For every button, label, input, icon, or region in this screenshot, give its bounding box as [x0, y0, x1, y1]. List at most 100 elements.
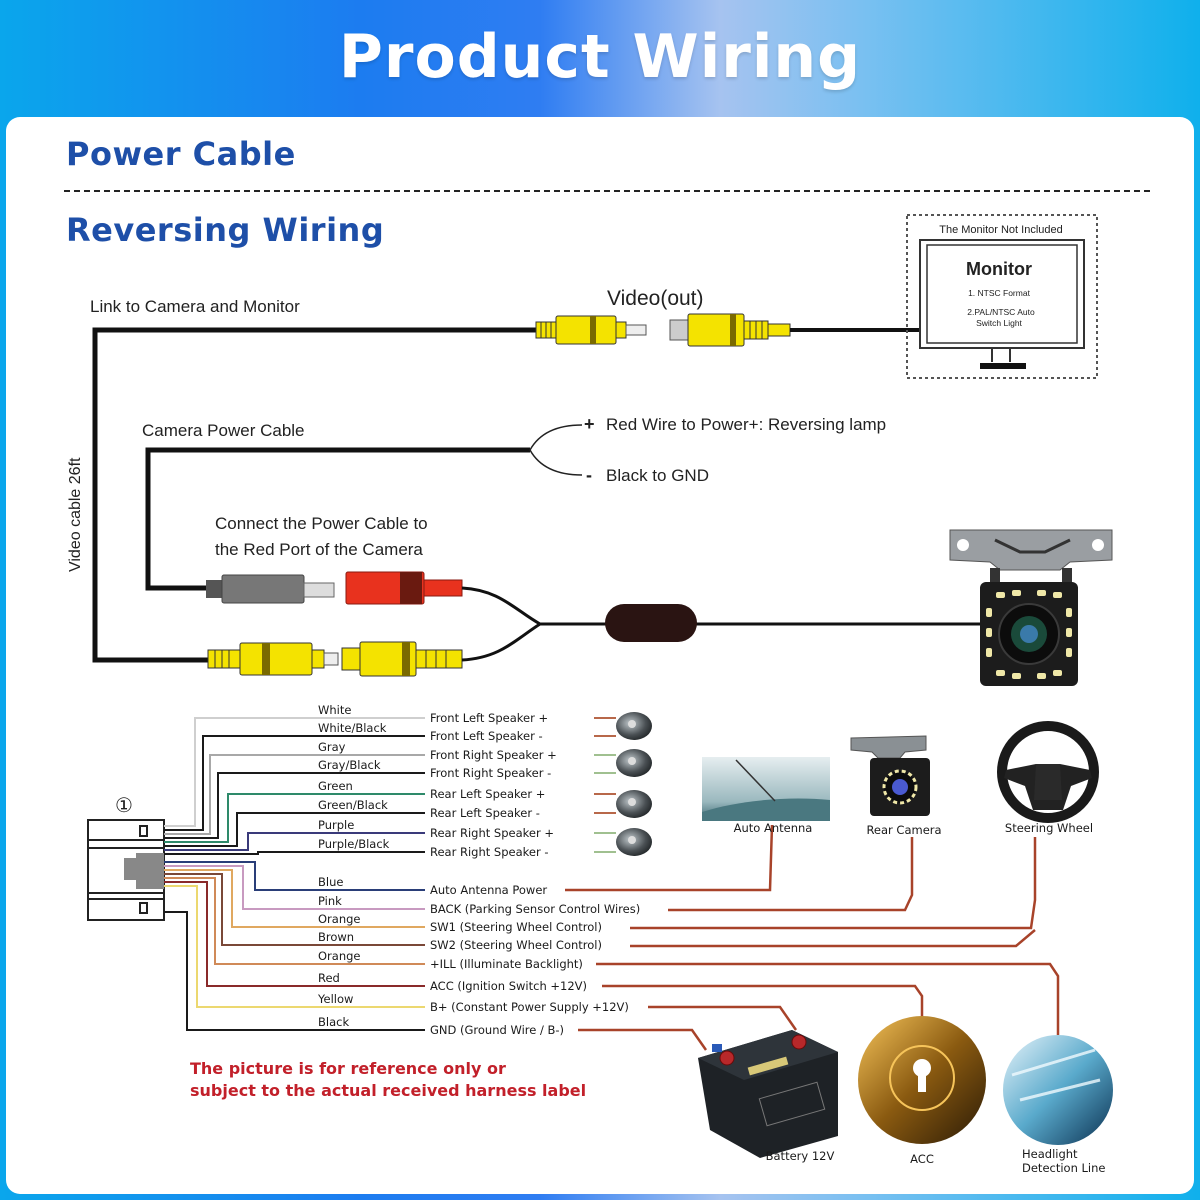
camera-power-lead	[461, 586, 541, 626]
rca-male-connector-camera-video	[207, 642, 339, 676]
speaker-rear-right-icon	[616, 828, 652, 856]
speaker-wire-purple-black	[164, 851, 425, 855]
acc-label: ACC	[910, 1152, 934, 1166]
wire-function-label: Rear Right Speaker -	[430, 845, 549, 859]
wire-color-label: Pink	[318, 894, 342, 908]
video-out-label: Video(out)	[607, 287, 704, 310]
link-camera-monitor-label: Link to Camera and Monitor	[90, 297, 300, 316]
wire-color-label: White	[318, 703, 351, 717]
battery-image	[698, 1030, 838, 1158]
auto-antenna-image	[702, 757, 830, 821]
rear-camera-small-image	[850, 735, 930, 816]
reference-note-line1: The picture is for reference only or	[190, 1059, 506, 1078]
wire-function-label: B+ (Constant Power Supply +12V)	[430, 1000, 629, 1014]
harness-wire-yellow	[164, 885, 425, 1008]
wire-color-label: Black	[318, 1015, 349, 1029]
monitor-feature-2-line2: Switch Light	[976, 318, 1022, 328]
wire-function-label: GND (Ground Wire / B-)	[430, 1023, 564, 1037]
cable-filter-box	[605, 604, 697, 642]
harness-wires	[164, 717, 616, 1031]
wire-function-label: Front Left Speaker +	[430, 711, 548, 725]
wire-color-label: Orange	[318, 912, 361, 926]
wire-function-label: Front Left Speaker -	[430, 729, 543, 743]
wire-color-label: Purple/Black	[318, 837, 390, 851]
monitor-feature-2-line1: 2.PAL/NTSC Auto	[967, 307, 1035, 317]
speaker-wire-green-black	[164, 812, 425, 847]
harness-wire-orange	[164, 877, 425, 965]
speaker-wire-white-black	[164, 735, 425, 831]
speaker-front-right-icon	[616, 749, 652, 777]
wire-color-label: Gray/Black	[318, 758, 381, 772]
steering-wheel-label: Steering Wheel	[1005, 821, 1093, 835]
reference-note: The picture is for reference only or sub…	[190, 1058, 586, 1102]
connect-instruction-line1: Connect the Power Cable to	[215, 514, 428, 533]
rear-camera-label: Rear Camera	[866, 823, 941, 837]
camera-power-port-red	[345, 571, 463, 605]
section-heading-power-cable: Power Cable	[66, 135, 296, 173]
rca-female-connector-camera-video	[341, 641, 463, 677]
reference-note-line2: subject to the actual received harness l…	[190, 1081, 587, 1100]
harness-wire-brown	[164, 873, 425, 946]
headlight-label-line2: Detection Line	[1022, 1161, 1106, 1175]
harness-wire-orange	[164, 869, 425, 928]
rca-male-connector-video-out	[535, 315, 647, 345]
wire-function-label: SW2 (Steering Wheel Control)	[430, 938, 602, 952]
positive-sign: +	[584, 414, 595, 434]
wire-color-label: Green	[318, 779, 353, 793]
negative-sign: -	[586, 465, 592, 485]
ill-link-wire	[596, 962, 1060, 1035]
speaker-wire-white	[164, 717, 425, 827]
wire-function-label: Rear Right Speaker +	[430, 826, 554, 840]
headlight-image	[1003, 1035, 1113, 1145]
camera-video-lead	[461, 622, 541, 662]
connect-instruction-line2: the Red Port of the Camera	[215, 540, 423, 559]
speaker-wire-gray	[164, 754, 425, 835]
wire-color-label: Green/Black	[318, 798, 388, 812]
bplus-link-wire	[648, 1005, 798, 1031]
monitor-title: Monitor	[966, 259, 1032, 279]
wire-color-label: Orange	[318, 949, 361, 963]
wire-function-label: Rear Left Speaker +	[430, 787, 545, 801]
antenna-link-wire	[565, 824, 774, 892]
wire-function-label: +ILL (Illuminate Backlight)	[430, 957, 583, 971]
auto-antenna-label: Auto Antenna	[734, 821, 813, 835]
video-cable-length-label: Video cable 26ft	[67, 457, 84, 572]
rca-female-connector-video-out	[669, 313, 791, 347]
wire-function-label: BACK (Parking Sensor Control Wires)	[430, 902, 640, 916]
wire-function-label: Front Right Speaker -	[430, 766, 551, 780]
battery-label: Battery 12V	[766, 1149, 835, 1163]
harness-connector	[87, 819, 165, 921]
headlight-label-line1: Headlight	[1022, 1147, 1078, 1161]
parking-sensor-link-wire	[668, 837, 914, 912]
harness-wire-red	[164, 881, 425, 987]
page-title: Product Wiring	[338, 22, 862, 92]
video-cable	[92, 327, 540, 663]
monitor-illustration	[906, 214, 1098, 379]
wire-color-label: Yellow	[317, 992, 353, 1006]
wire-color-label: Blue	[318, 875, 343, 889]
steering-wheel-image	[997, 721, 1099, 823]
speaker-wire-gray-black	[164, 772, 425, 839]
acc-link-wire	[602, 984, 924, 1020]
section-heading-reversing-wiring: Reversing Wiring	[66, 211, 385, 249]
harness-wire-black	[164, 911, 425, 1031]
rear-camera-illustration	[949, 529, 1113, 686]
wire-function-label: Auto Antenna Power	[430, 883, 547, 897]
device-link-wires	[565, 824, 1060, 1051]
camera-power-cable-label: Camera Power Cable	[142, 421, 305, 440]
wire-function-label: Rear Left Speaker -	[430, 806, 540, 820]
speaker-wire-green	[164, 793, 425, 843]
red-wire-branch	[529, 424, 583, 451]
speaker-rear-left-icon	[616, 790, 652, 818]
section-divider	[64, 190, 1150, 192]
wire-function-label: SW1 (Steering Wheel Control)	[430, 920, 602, 934]
black-wire-branch	[529, 449, 583, 476]
sw1-link-wire	[630, 837, 1037, 930]
camera-power-cable	[145, 447, 530, 591]
wire-function-label: ACC (Ignition Switch +12V)	[430, 979, 587, 993]
harness-wire-pink	[164, 865, 425, 910]
harness-wire-blue	[164, 861, 425, 891]
wire-color-label: Purple	[318, 818, 354, 832]
